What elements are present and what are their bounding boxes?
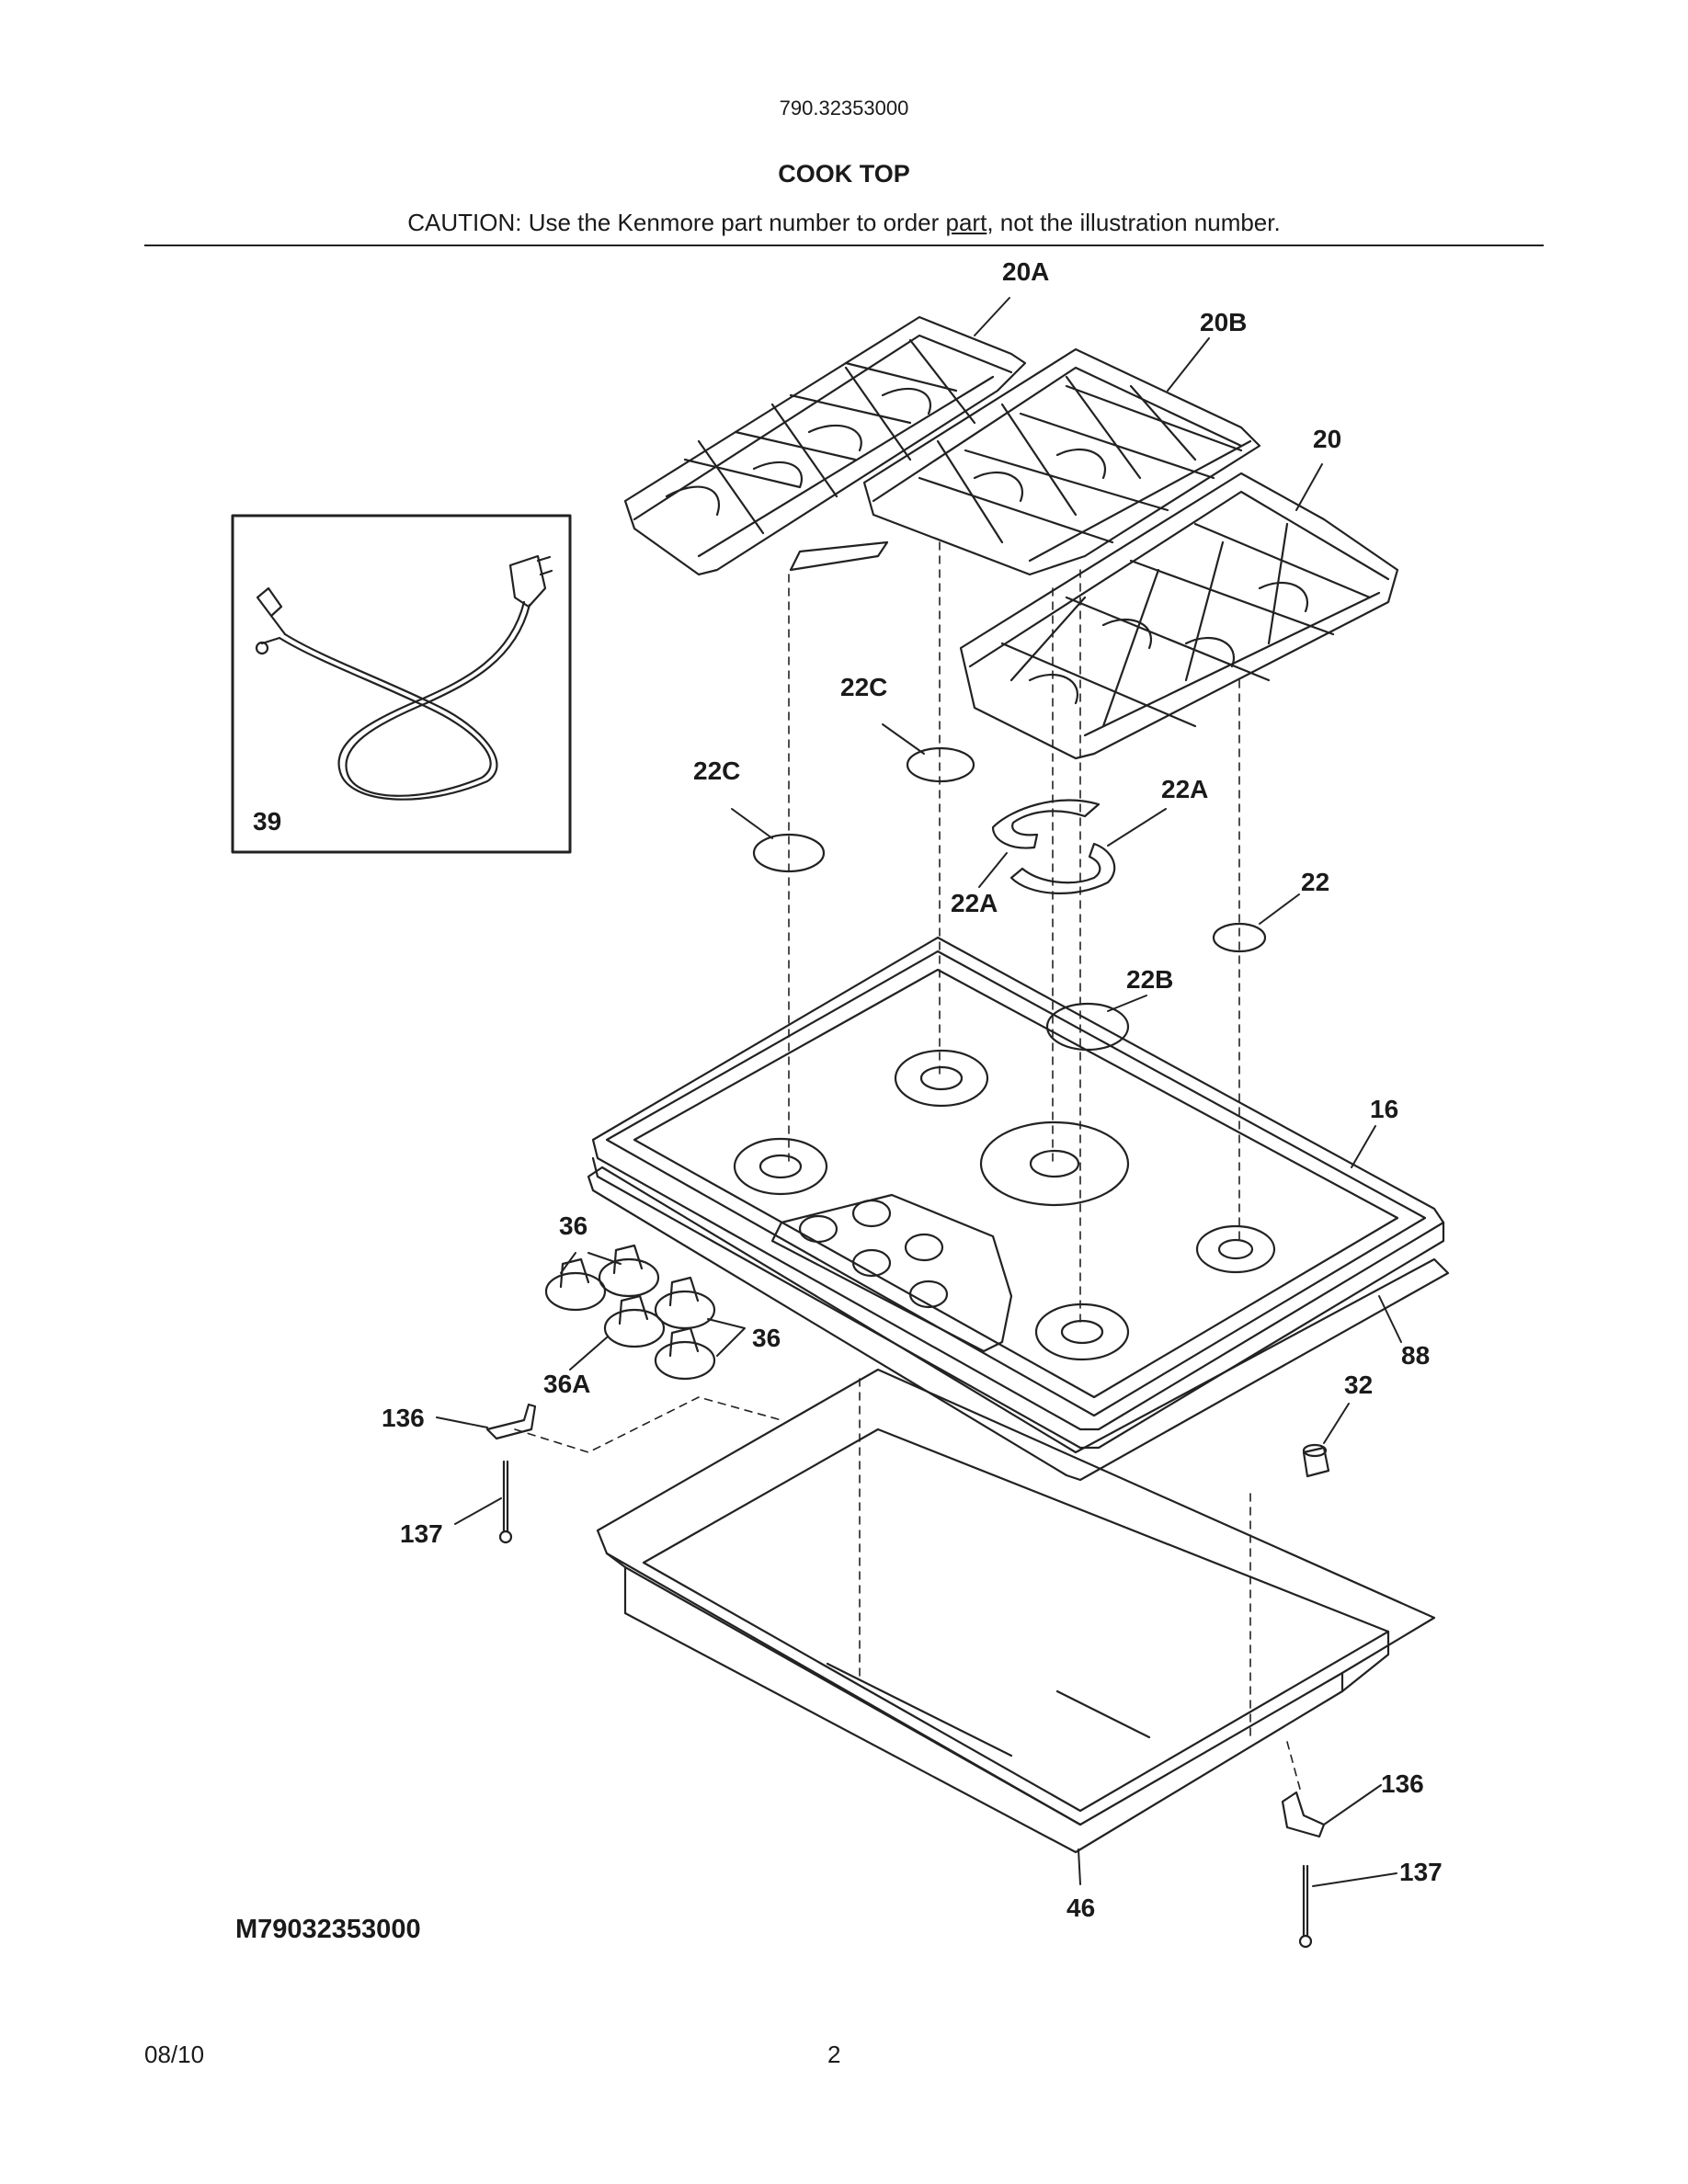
- model-number: 790.32353000: [779, 97, 909, 119]
- control-knobs: [544, 1244, 716, 1381]
- leader-lines: [436, 297, 1402, 1887]
- nut-32: [1302, 1443, 1330, 1478]
- burner-cap-22c-upper: [906, 746, 975, 783]
- grate-20a: [623, 315, 1027, 576]
- screw-137-left: [498, 1460, 513, 1544]
- callout-16: 16: [1370, 1095, 1398, 1123]
- callout-88: 88: [1401, 1341, 1430, 1370]
- burner-ring-22a: [991, 799, 1116, 895]
- callout-labels: 20A 20B 20 39 22C 22C 22A 22A 22 22B 16 …: [253, 257, 1443, 1922]
- burner-cap-22: [1212, 922, 1267, 953]
- caution-note: CAUTION: Use the Kenmore part number to …: [0, 209, 1688, 237]
- caution-text-end: , not the illustration number.: [987, 209, 1281, 236]
- burner-box-46: [596, 1368, 1436, 1854]
- revision-date: 08/10: [144, 2041, 205, 2068]
- callout-36a: 36A: [543, 1370, 590, 1398]
- grate-20b: [862, 347, 1261, 576]
- callout-22b: 22B: [1126, 965, 1173, 994]
- callout-36-lower: 36: [752, 1324, 781, 1352]
- callout-22a-lower: 22A: [951, 889, 998, 917]
- header-divider: [144, 245, 1544, 246]
- assembly-guide-lines: [514, 541, 1302, 1793]
- caution-text-start: CAUTION: Use the Kenmore part number to …: [407, 209, 946, 236]
- page-number: 2: [827, 2041, 841, 2068]
- callout-22a-upper: 22A: [1161, 775, 1208, 803]
- callout-32: 32: [1344, 1371, 1373, 1399]
- callout-22c-upper: 22C: [840, 673, 887, 701]
- callout-136-right: 136: [1381, 1769, 1424, 1798]
- page-title: COOK TOP: [778, 160, 910, 188]
- callout-46: 46: [1066, 1894, 1095, 1922]
- diagram-code: M79032353000: [235, 1915, 421, 1944]
- callout-20b: 20B: [1200, 308, 1247, 336]
- gasket-88: [587, 1166, 1450, 1482]
- bracket-136-right: [1281, 1791, 1326, 1838]
- callout-22: 22: [1301, 868, 1329, 896]
- grate-20: [959, 472, 1399, 760]
- caution-part-link: part: [945, 209, 987, 236]
- callout-137-left: 137: [400, 1519, 443, 1548]
- callout-39: 39: [253, 807, 281, 836]
- callout-20: 20: [1313, 425, 1341, 453]
- burner-cap-22b: [1045, 1002, 1130, 1052]
- callout-137-right: 137: [1399, 1858, 1443, 1886]
- power-cord-inset: [231, 514, 572, 854]
- callout-136-left: 136: [382, 1404, 425, 1432]
- callout-22c-left: 22C: [693, 756, 740, 785]
- bracket-136-left: [485, 1403, 537, 1440]
- cooktop-16: [591, 936, 1445, 1450]
- callout-20a: 20A: [1002, 257, 1049, 286]
- callout-36-upper: 36: [559, 1211, 587, 1240]
- screw-137-right: [1298, 1864, 1313, 1949]
